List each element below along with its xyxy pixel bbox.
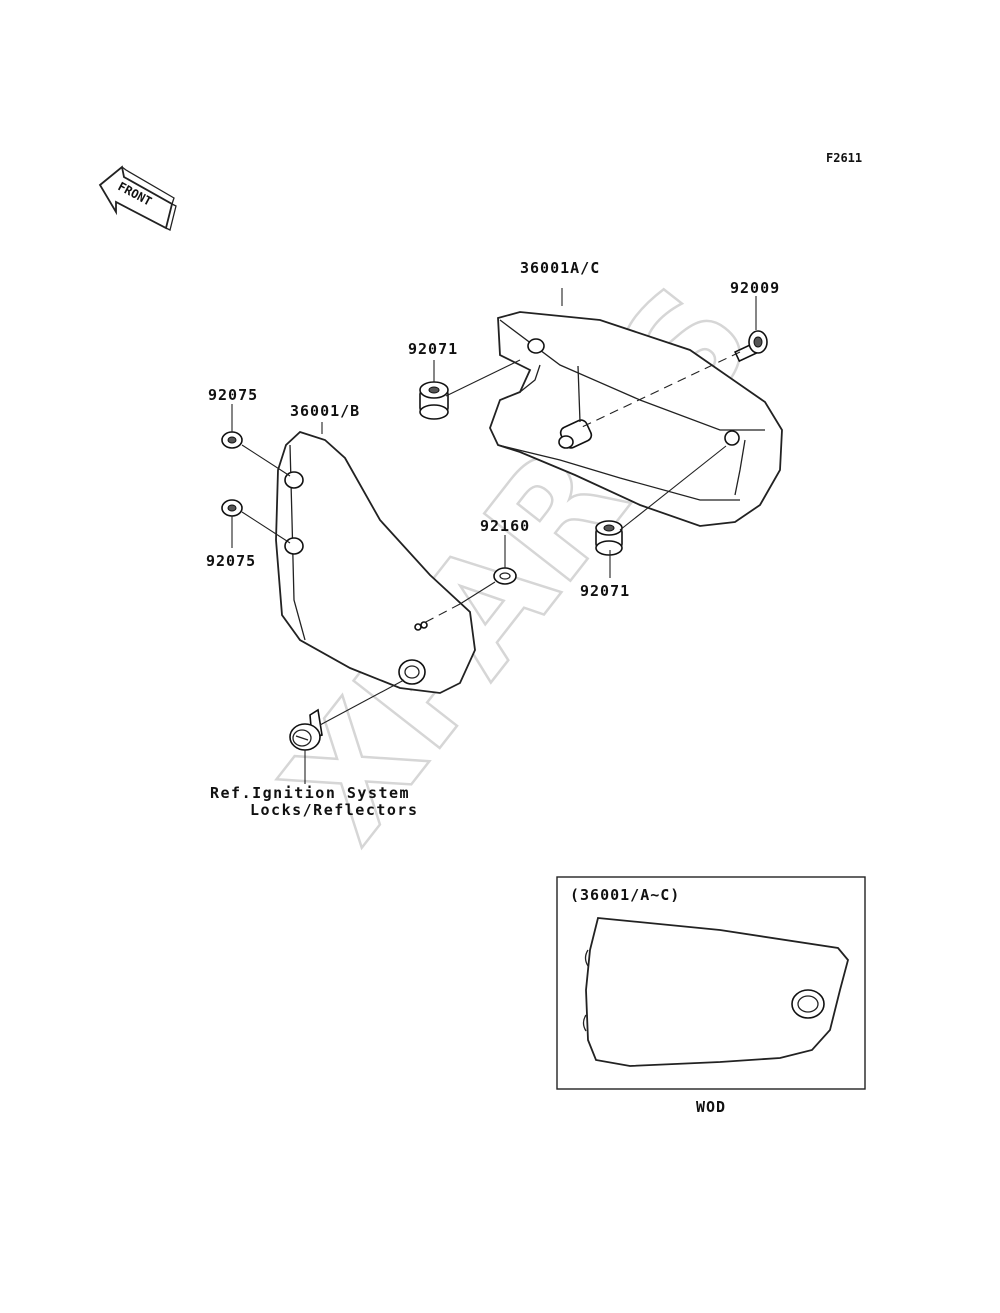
label-36001b: 36001/B <box>290 402 360 420</box>
label-92075-bottom: 92075 <box>206 552 256 570</box>
label-92075-top: 92075 <box>208 386 258 404</box>
side-cover-ac <box>489 311 783 527</box>
figure-code: F2611 <box>826 151 862 165</box>
leader-lines <box>231 288 757 784</box>
label-92009: 92009 <box>730 279 780 297</box>
bolt-92009 <box>734 330 768 363</box>
variant-inset: (36001/A~C) WOD <box>556 876 866 1116</box>
grommet-92071-top <box>419 381 449 420</box>
reference-line-2: Locks/Reflectors <box>250 801 419 819</box>
label-92071-top: 92071 <box>408 340 458 358</box>
grommet-92071-bottom <box>595 520 623 556</box>
inset-caption: WOD <box>696 1098 726 1116</box>
label-92071-bottom: 92071 <box>580 582 630 600</box>
washer-92075-bottom <box>221 499 243 517</box>
label-92160: 92160 <box>480 517 530 535</box>
front-direction-arrow-icon: FRONT <box>98 165 177 231</box>
reference-line-1: Ref.Ignition System <box>210 784 410 802</box>
washer-92075-top <box>221 431 243 449</box>
inset-cover-outline <box>582 917 849 1067</box>
grommet-92160 <box>493 567 517 585</box>
label-36001ac: 36001A/C <box>520 259 600 277</box>
inset-title: (36001/A~C) <box>570 886 680 904</box>
